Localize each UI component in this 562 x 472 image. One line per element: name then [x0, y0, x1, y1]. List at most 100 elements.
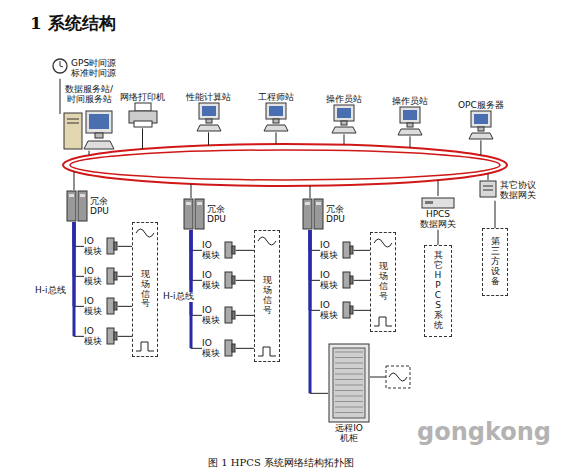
- square-wave: [257, 344, 277, 358]
- clock-icon: [52, 58, 68, 74]
- io-label: IO 模块: [84, 326, 104, 347]
- io-module: IO 模块: [84, 326, 118, 347]
- text-group: IO 模块: [202, 270, 222, 291]
- signal-wire: [354, 310, 370, 311]
- connector: [118, 306, 132, 307]
- io-label: IO 模块: [202, 305, 222, 326]
- text-group: 网络打印机: [120, 92, 165, 102]
- field-signal-box: 现场信号: [132, 222, 158, 357]
- text-group: HPCS 数据网关: [420, 209, 456, 230]
- field-signal-box: 现场信号: [370, 232, 396, 332]
- computer-icon: [466, 110, 496, 140]
- gateway-icon: [478, 180, 498, 198]
- text-group: IO 模块: [202, 305, 222, 326]
- connector: [354, 310, 370, 311]
- connector: [354, 250, 370, 251]
- data-gateway: 其它协议 数据网关: [478, 180, 537, 201]
- io-module: IO 模块: [202, 338, 236, 359]
- connector: [236, 280, 254, 281]
- sine-wave: [373, 236, 393, 250]
- text-group: GPS时间源 标准时间源: [71, 58, 118, 79]
- square-wave: [135, 339, 155, 353]
- text-group: 性能计算站: [186, 92, 231, 102]
- connector: [191, 230, 202, 280]
- time-link: [60, 79, 61, 114]
- gateway-label: HPCS 数据网关: [420, 209, 456, 230]
- caption: 图 1 HPCS 系统网络结构拓扑图: [0, 456, 562, 470]
- station: 工程师站: [258, 92, 294, 132]
- dpu-label: 冗余 DPU: [90, 196, 113, 217]
- text-group: 冗余 DPU: [90, 196, 113, 217]
- ring-network: [63, 144, 507, 186]
- station-label: 操作员站: [326, 94, 362, 104]
- dpu-icon: [302, 198, 324, 230]
- connector: [118, 336, 132, 337]
- cabinet-wire: [370, 377, 386, 378]
- text-group: IO 模块: [84, 236, 104, 257]
- remote-io-cabinet: 远程IO 机柜: [328, 343, 370, 444]
- text-group: IO 模块: [320, 300, 340, 321]
- signal-wire: [236, 315, 254, 316]
- ring-drop: [208, 132, 209, 145]
- sine-wave: [257, 234, 277, 248]
- io-connector-icon: [224, 339, 236, 357]
- bus-branch: [191, 315, 202, 316]
- sine-wave: [389, 373, 407, 381]
- text-group: 远程IO 机柜: [334, 423, 365, 444]
- io-module: IO 模块: [202, 240, 236, 261]
- io-label: IO 模块: [320, 300, 340, 321]
- ring-drop: [488, 174, 489, 180]
- text-group: 工程师站: [258, 92, 294, 102]
- vertical-label: 其它HPCS系统: [434, 251, 443, 330]
- station-label: 工程师站: [258, 92, 294, 102]
- bus-branch: [191, 250, 202, 251]
- bus-branch: [74, 336, 84, 337]
- text-group: 其它协议 数据网关: [500, 180, 537, 201]
- io-module: IO 模块: [84, 266, 118, 287]
- io-connector-icon: [342, 241, 354, 259]
- text-group: 现场信号: [263, 276, 272, 316]
- dpu: 冗余 DPU: [66, 190, 113, 222]
- io-label: IO 模块: [320, 270, 340, 291]
- io-module: IO 模块: [202, 305, 236, 326]
- connector: [236, 250, 254, 251]
- text-group: 现场信号: [141, 270, 150, 310]
- io-connector-icon: [106, 327, 118, 345]
- station-label: 数据服务站/ 时间服务站: [63, 84, 115, 105]
- dpu-icon: [183, 198, 205, 230]
- signal-wire: [354, 280, 370, 281]
- io-module: IO 模块: [84, 236, 118, 257]
- io-label: IO 模块: [202, 270, 222, 291]
- connector: [236, 348, 254, 349]
- bus-branch: [191, 280, 202, 281]
- signal-wire: [118, 246, 132, 247]
- text-group: OPC服务器: [458, 100, 504, 110]
- bus-label: H-i总线: [162, 292, 195, 302]
- connector: [191, 230, 202, 348]
- title: 1 系统结构: [30, 12, 116, 35]
- io-label: IO 模块: [84, 266, 104, 287]
- computer-icon: [194, 102, 224, 132]
- bus-branch: [310, 393, 328, 394]
- time-source-label: GPS时间源 标准时间源: [71, 58, 118, 79]
- vertical-label: 现场信号: [263, 276, 272, 316]
- station-label: OPC服务器: [458, 100, 504, 110]
- station: 网络打印机: [120, 92, 165, 128]
- signal-wire: [118, 336, 132, 337]
- cabinet-icon: [328, 343, 370, 423]
- bus-label: H-i总线: [34, 286, 67, 296]
- ring-network-inner: [70, 150, 500, 180]
- gateway-label: 其它协议 数据网关: [500, 180, 537, 201]
- gateway-link: [495, 201, 496, 228]
- text-group: 冗余 DPU: [326, 204, 349, 225]
- io-connector-icon: [224, 271, 236, 289]
- connector: [495, 201, 496, 228]
- io-label: IO 模块: [202, 240, 222, 261]
- io-module: IO 模块: [320, 240, 354, 261]
- vertical-label: 现场信号: [379, 262, 388, 302]
- text-group: 其它HPCS系统: [434, 251, 443, 330]
- ring-drop: [142, 128, 143, 149]
- text-group: 操作员站: [326, 94, 362, 104]
- data-gateway: HPCS 数据网关: [420, 196, 456, 230]
